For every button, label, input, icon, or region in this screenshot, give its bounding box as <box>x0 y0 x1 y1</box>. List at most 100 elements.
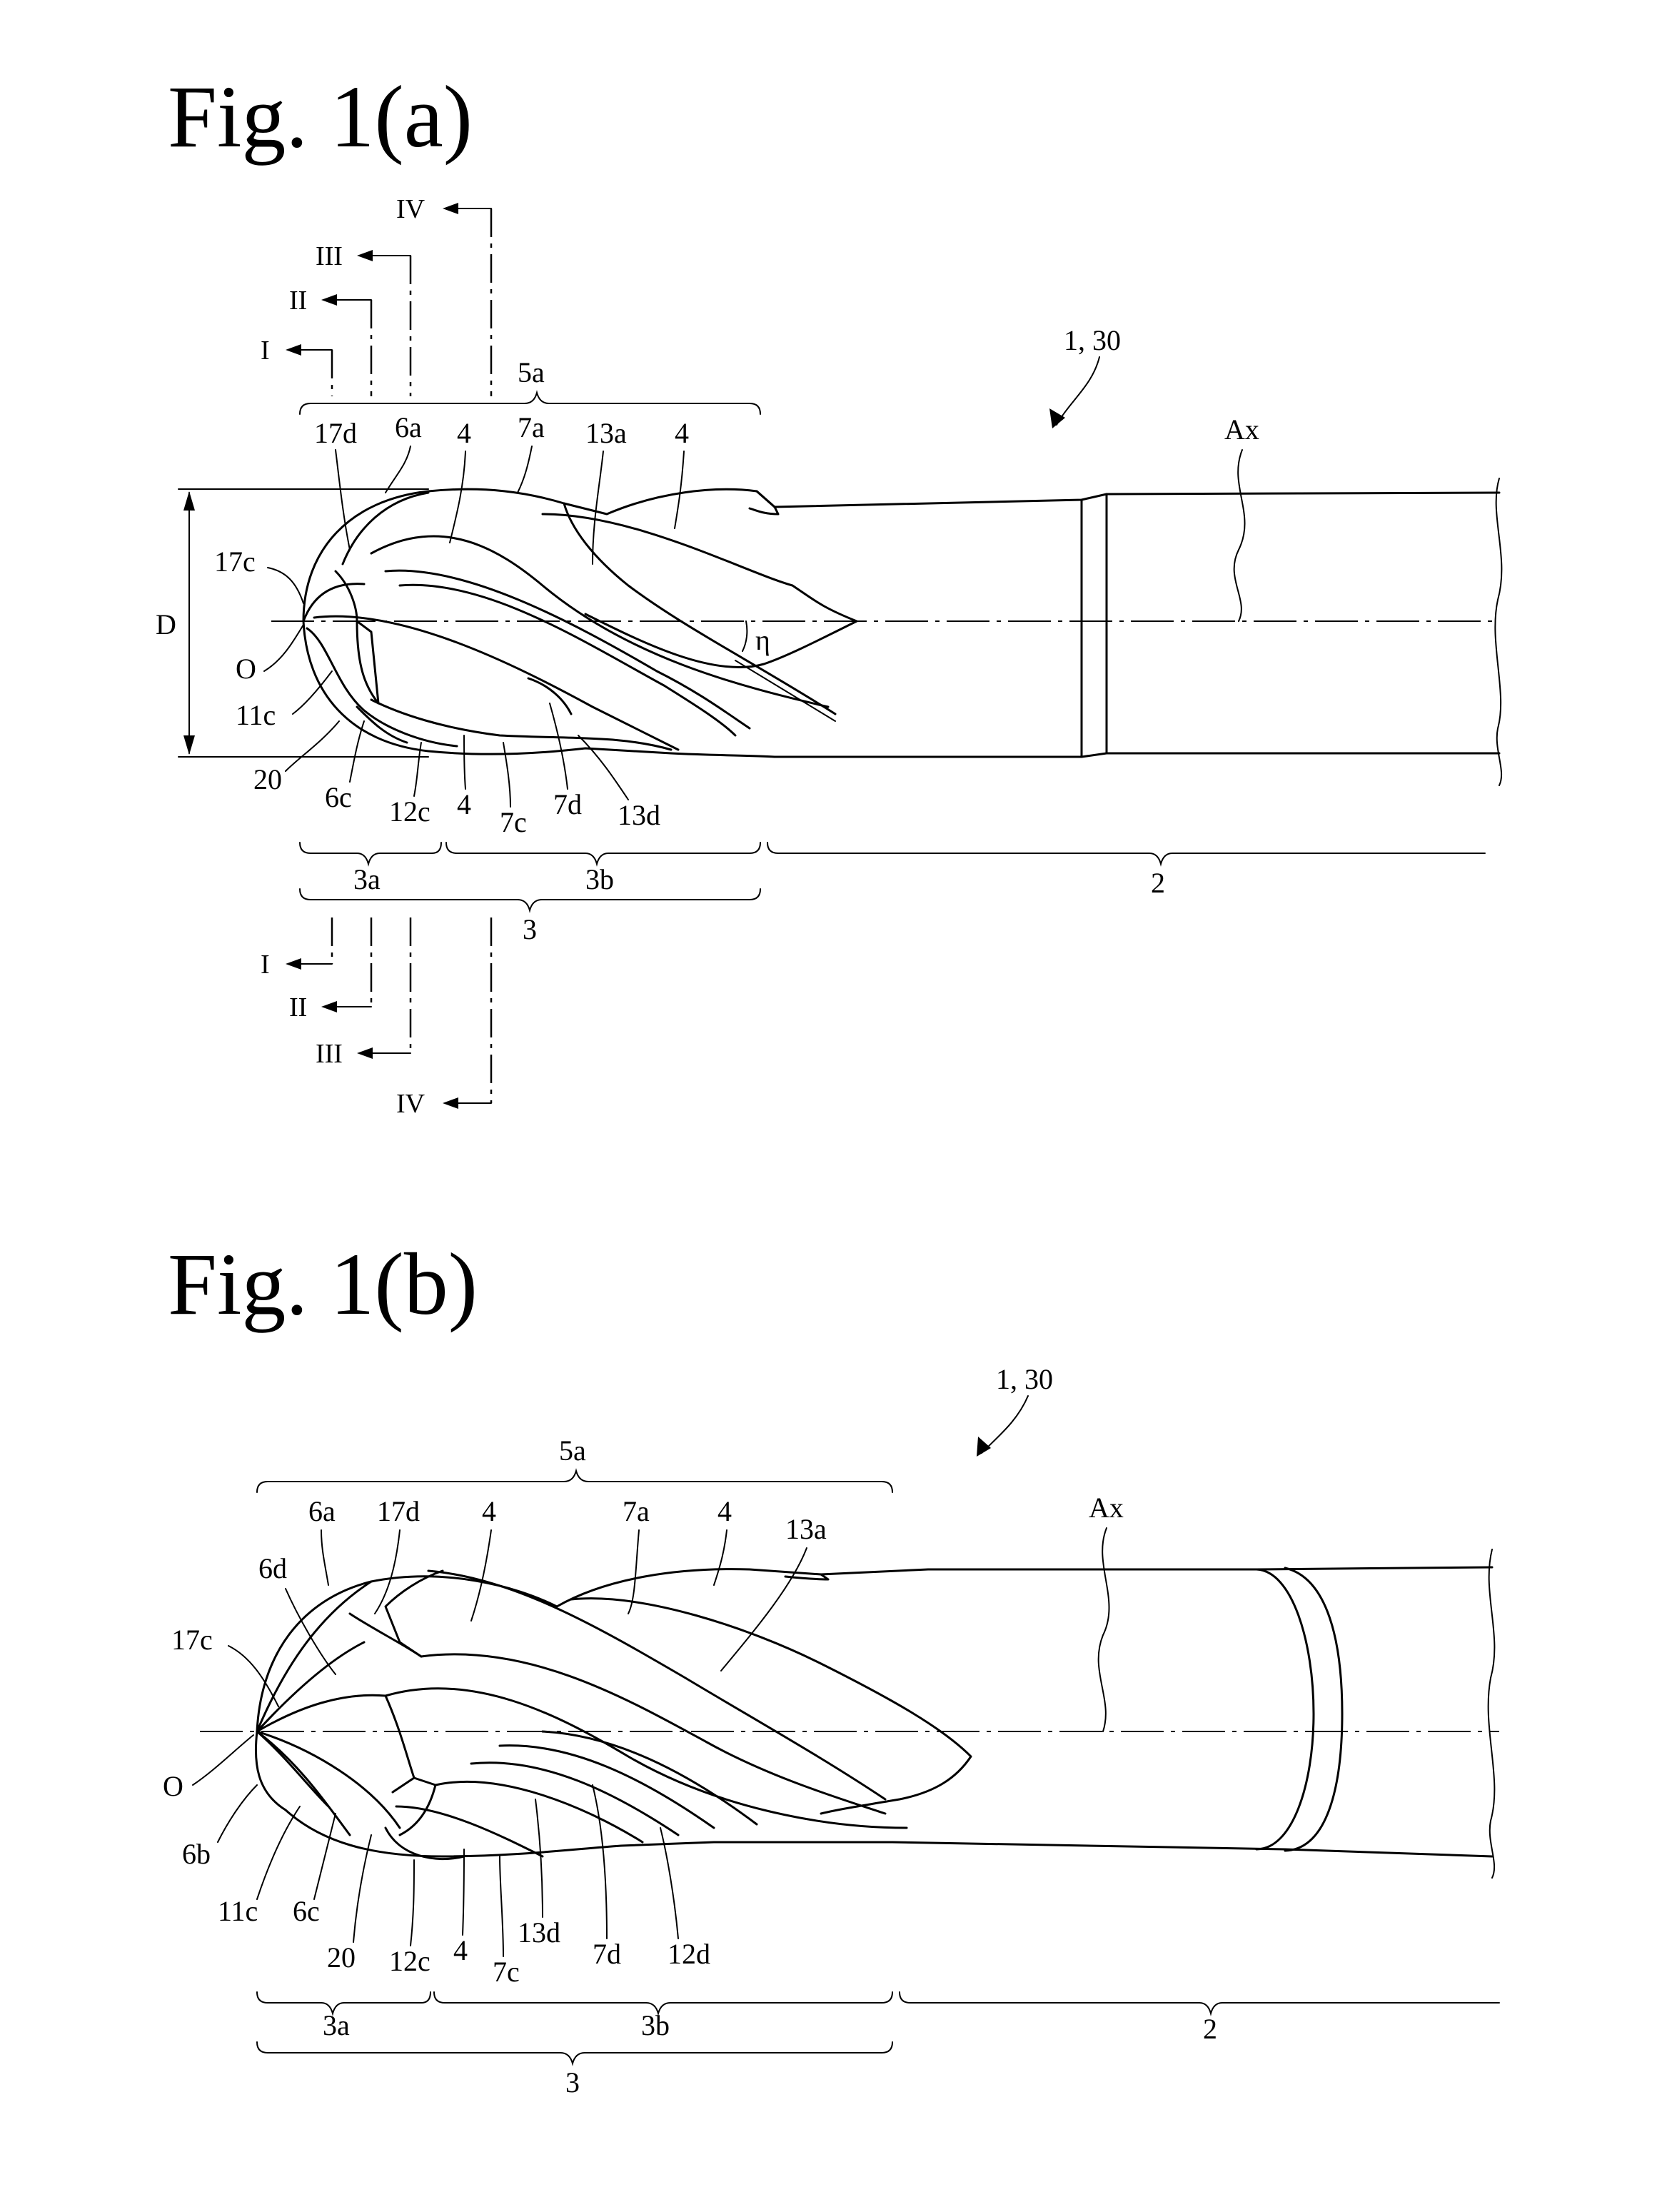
ref-1-30-leader-b <box>982 1396 1028 1453</box>
label-4-top-left: 4 <box>457 417 471 449</box>
ref-1-30-label-b: 1, 30 <box>996 1363 1053 1395</box>
leader-7c <box>503 743 510 807</box>
label-20: 20 <box>253 763 282 795</box>
leader-6c <box>350 721 364 782</box>
brace-2-b <box>900 1992 1499 2014</box>
label-3b: 3b <box>585 863 614 895</box>
leader-o <box>264 625 303 671</box>
section-arrowhead-iv-bottom <box>443 1097 458 1109</box>
label-13a-b: 13a <box>785 1513 827 1545</box>
label-5a: 5a <box>518 356 545 388</box>
label-7c: 7c <box>500 806 527 838</box>
leader-6a <box>386 446 411 493</box>
shank-break-line <box>1495 478 1501 785</box>
edge-13d-b <box>471 1763 678 1835</box>
section-label-iii-top: III <box>316 241 343 271</box>
label-11c: 11c <box>236 699 276 731</box>
label-4-bottom-b: 4 <box>453 1934 468 1966</box>
edge-12d-b <box>543 1731 757 1824</box>
label-ax-b: Ax <box>1089 1492 1124 1524</box>
ref-1-30-leader <box>1057 357 1099 425</box>
label-20-b: 20 <box>327 1941 356 1974</box>
tip-edge-17c-b <box>257 1695 386 1731</box>
label-o-b: O <box>163 1770 183 1802</box>
tip-edge-11c-b <box>257 1731 350 1835</box>
label-12c-b: 12c <box>389 1945 430 1977</box>
leader-4-top-left <box>450 451 465 543</box>
flute-runout-top <box>750 491 778 514</box>
label-13d-b: 13d <box>518 1916 560 1949</box>
leader-6b-b <box>218 1785 257 1842</box>
cutter-body-bottom-outline-b <box>256 1731 892 1856</box>
edge-12c-b <box>396 1806 543 1856</box>
shank-break-line-b <box>1489 1549 1495 1878</box>
label-13d: 13d <box>618 799 660 831</box>
helix-angle-reference-line <box>735 660 835 721</box>
flute-edge-13a <box>564 503 835 714</box>
dim-d-arrow-top <box>183 491 195 511</box>
fig-1a-title: Fig. 1(a) <box>168 68 473 166</box>
label-6c-b: 6c <box>293 1895 320 1927</box>
ref-1-30-arrowhead-b <box>977 1437 991 1457</box>
section-arrowhead-ii-bottom <box>321 1001 337 1012</box>
shank-bottom-edge <box>775 753 1499 757</box>
section-label-ii-bottom: II <box>289 992 307 1022</box>
leader-13d-b <box>535 1799 543 1917</box>
leader-7a <box>518 446 532 493</box>
leader-7d-b <box>593 1785 607 1939</box>
leader-ax-b <box>1099 1528 1109 1731</box>
leader-17c <box>268 568 303 603</box>
figure-1a: Fig. 1(a) 1, 30 Ax D <box>156 68 1501 1119</box>
leader-13d <box>578 735 628 800</box>
ref-1-30-label: 1, 30 <box>1064 324 1121 356</box>
label-6d-b: 6d <box>258 1552 287 1584</box>
label-7d-b: 7d <box>593 1938 621 1970</box>
leader-4-bottom <box>464 735 465 789</box>
section-label-ii-top: II <box>289 286 307 316</box>
leader-4-top-left-b <box>471 1530 491 1621</box>
leader-17d <box>336 450 350 550</box>
leader-17d-b <box>375 1530 400 1614</box>
label-eta: η <box>755 624 770 656</box>
leader-7c-b <box>500 1856 503 1956</box>
cutter-body-top-outline <box>303 489 775 621</box>
label-d: D <box>156 608 176 640</box>
label-12d-b: 12d <box>668 1938 710 1970</box>
helix-angle-arc <box>742 621 747 651</box>
label-17d: 17d <box>314 417 357 449</box>
section-arrowhead-ii-top <box>321 294 337 306</box>
brace-3-b <box>257 2042 892 2063</box>
section-arrowhead-iii-bottom <box>357 1047 373 1059</box>
label-13a: 13a <box>585 417 627 449</box>
ref-1-30-arrowhead <box>1049 408 1065 428</box>
section-label-iv-top: IV <box>396 194 425 224</box>
section-label-i-bottom: I <box>261 950 270 980</box>
leader-20-b <box>353 1835 371 1942</box>
brace-3b <box>446 843 760 864</box>
fig-1b-title: Fig. 1(b) <box>168 1235 478 1333</box>
label-7a: 7a <box>518 411 545 443</box>
section-arrowhead-iv-top <box>443 203 458 214</box>
section-label-iii-bottom: III <box>316 1039 343 1069</box>
leader-11c-b <box>257 1806 300 1899</box>
flute-heel-b <box>571 1599 971 1814</box>
label-3a-b: 3a <box>323 2009 350 2041</box>
label-4-top-right: 4 <box>675 417 689 449</box>
label-4-top-left-b: 4 <box>482 1495 496 1527</box>
flute-edge-7d <box>314 616 678 750</box>
shank-top-edge <box>775 493 1499 507</box>
leader-13a-b <box>721 1548 807 1671</box>
label-11c-b: 11c <box>218 1895 258 1927</box>
label-3b-b: 3b <box>641 2009 670 2041</box>
label-o: O <box>236 653 256 685</box>
label-17d-b: 17d <box>377 1495 420 1527</box>
shank-top-edge-b <box>821 1567 1492 1574</box>
leader-4-top-right <box>675 451 684 528</box>
label-6a-b: 6a <box>308 1495 336 1527</box>
label-3: 3 <box>523 913 537 945</box>
section-arrowhead-i-bottom <box>286 958 301 970</box>
label-4-bottom: 4 <box>457 788 471 820</box>
flute-edge-13d <box>400 585 735 735</box>
label-3-b: 3 <box>565 2066 580 2098</box>
leader-11c <box>293 671 332 714</box>
